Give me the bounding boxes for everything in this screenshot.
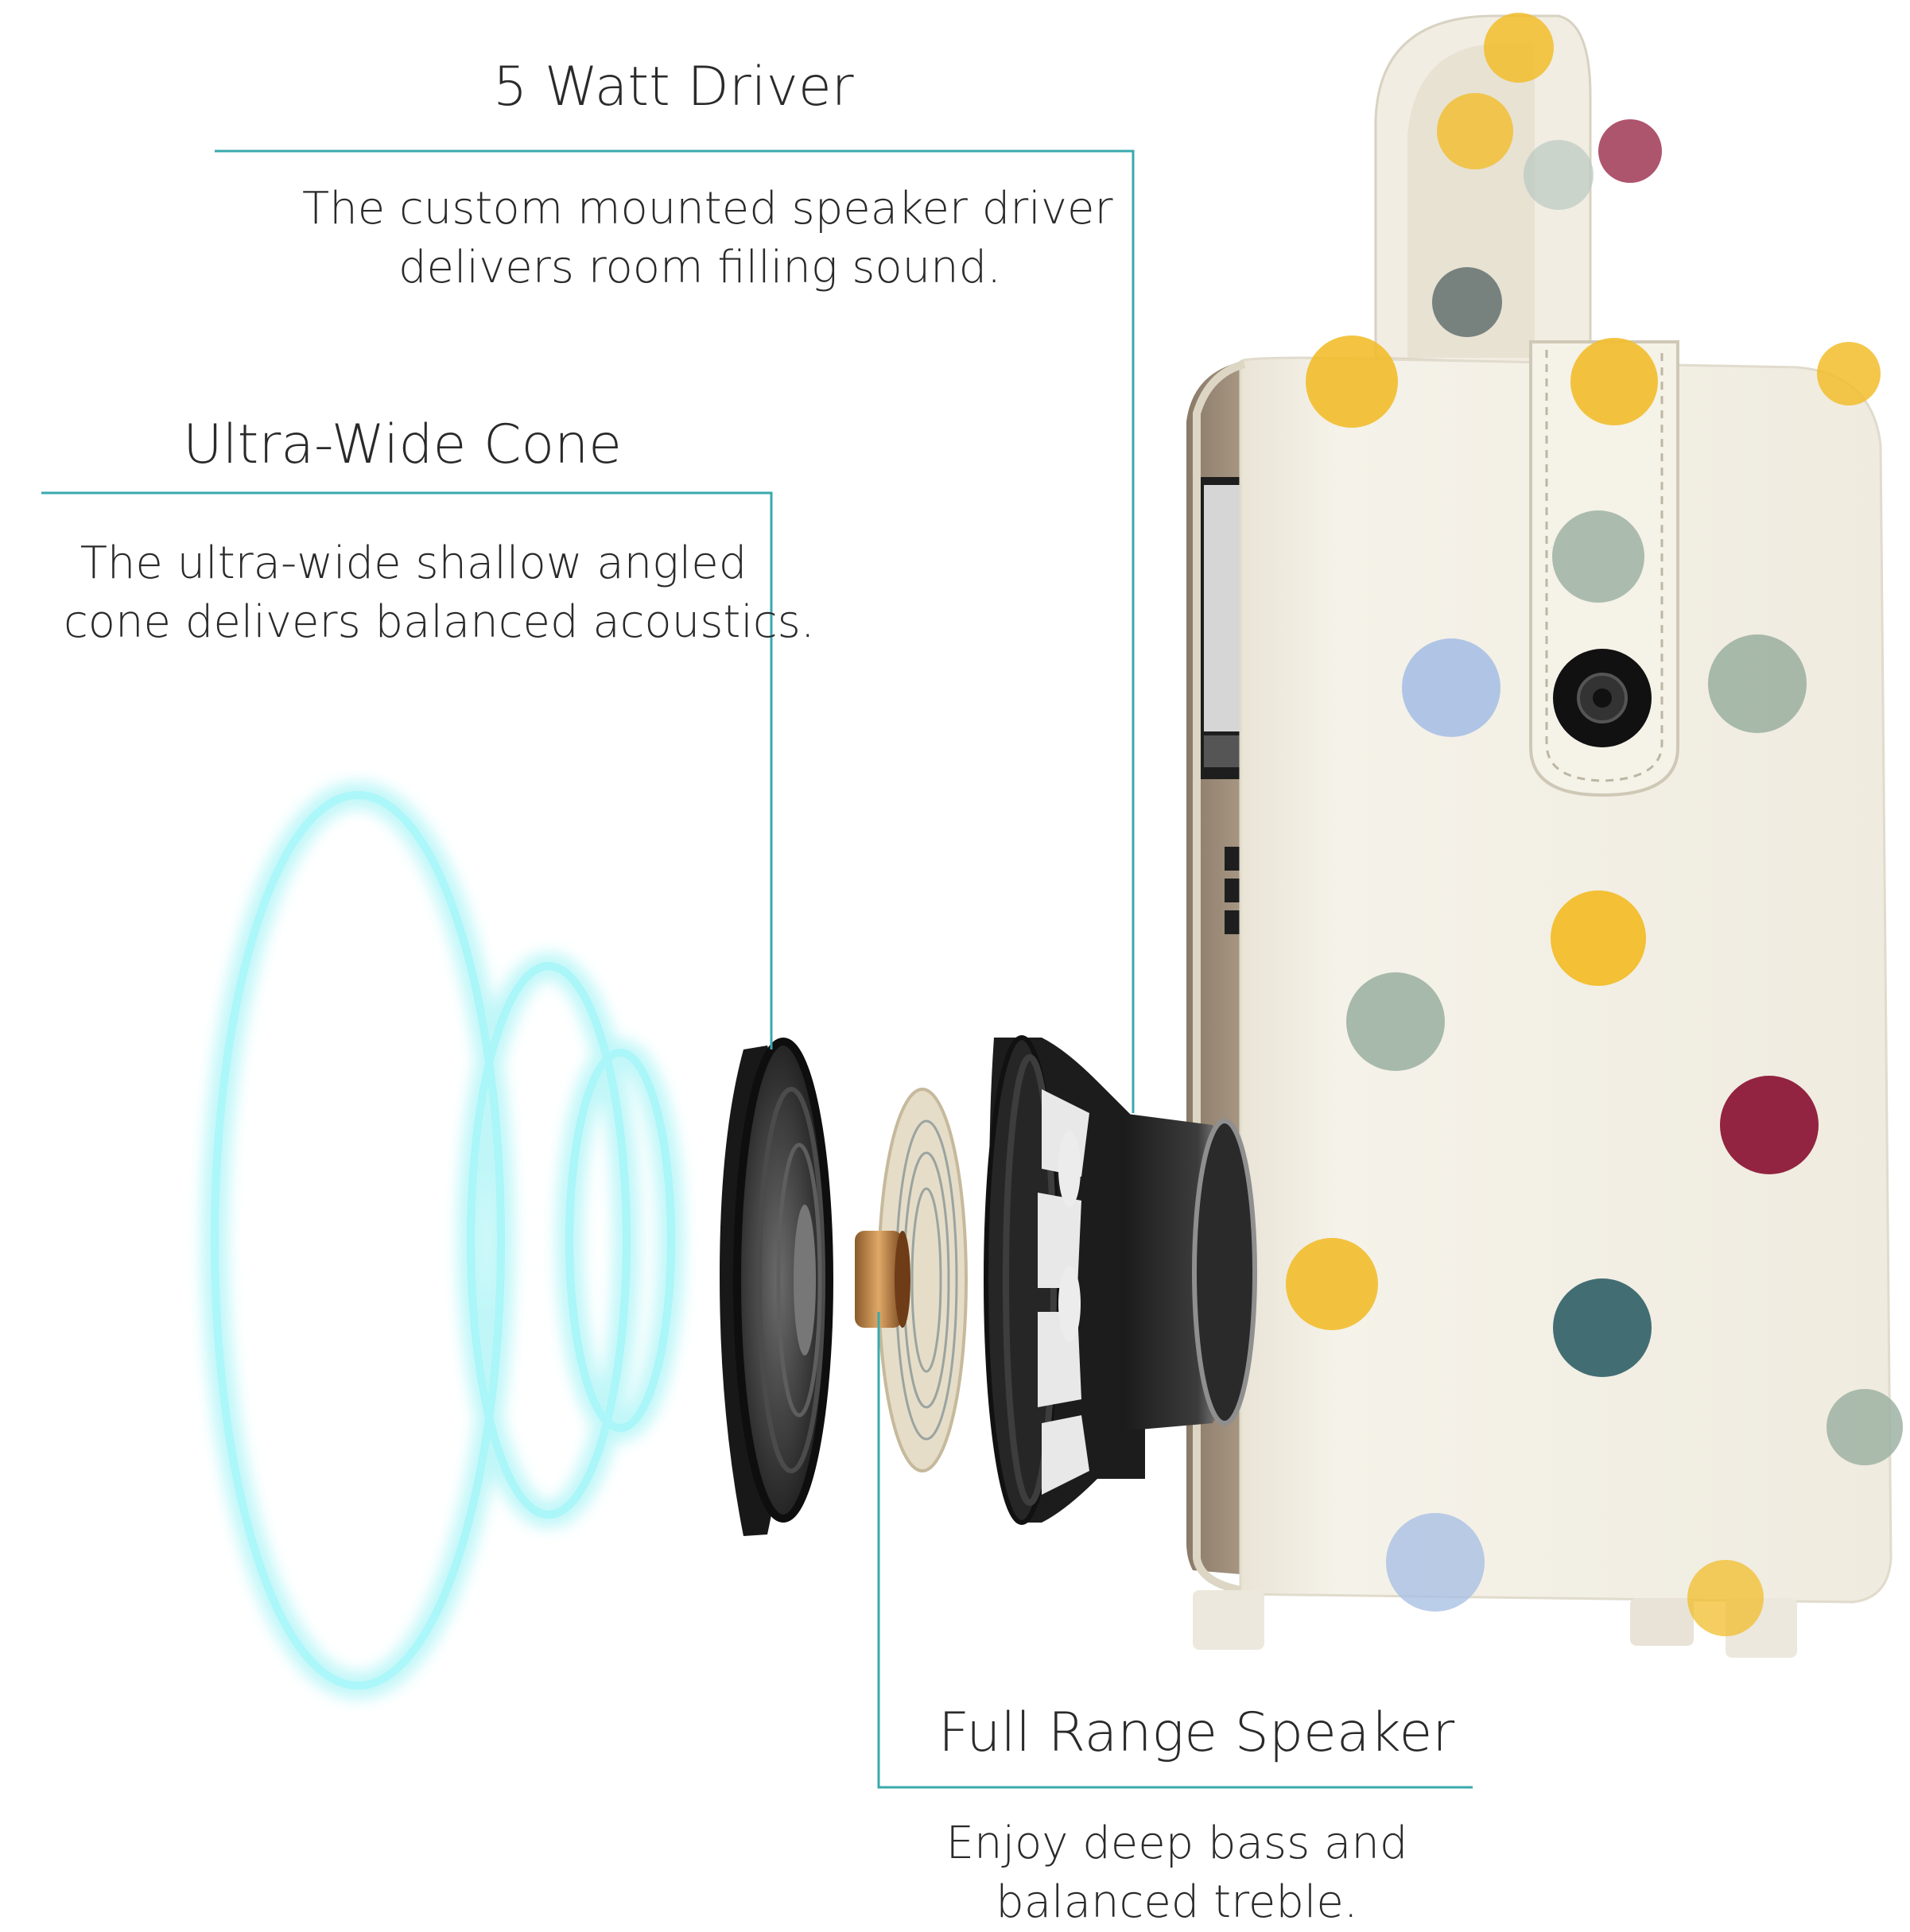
cone-callout-line: cone delivers balanced acoustics. bbox=[64, 596, 815, 648]
polka-dots bbox=[1286, 336, 1903, 1636]
cone-leader-line bbox=[41, 491, 773, 1049]
cone-callout-line: The ultra-wide shallow angled bbox=[80, 537, 747, 589]
speaker-callout-title: Full Range Speaker bbox=[938, 1701, 1455, 1764]
driver-callout-body: The custom mounted speaker driver delive… bbox=[302, 180, 1113, 297]
speaker-callout-line: Enjoy deep bass and bbox=[945, 1818, 1408, 1869]
callout-lines bbox=[41, 149, 1473, 1789]
cabinet-foot bbox=[1630, 1598, 1694, 1646]
driver-callout-line: The custom mounted speaker driver bbox=[302, 183, 1113, 235]
speaker-magnet bbox=[1121, 1113, 1257, 1431]
radio-cabinet bbox=[1186, 13, 1903, 1658]
cabinet-foot bbox=[1193, 1590, 1264, 1650]
sound-waves bbox=[201, 782, 685, 1699]
speaker-callout-line: balanced treble. bbox=[996, 1876, 1358, 1928]
speaker-leader-line bbox=[877, 1312, 1473, 1789]
cone-callout-body: The ultra-wide shallow angled cone deliv… bbox=[64, 534, 815, 652]
voice-coil bbox=[855, 1088, 968, 1472]
driver-callout-line: delivers room filling sound. bbox=[398, 242, 1001, 293]
speaker-basket bbox=[984, 1035, 1145, 1525]
cone-callout-title: Ultra-Wide Cone bbox=[183, 413, 623, 476]
driver-leader-line bbox=[215, 149, 1135, 1113]
driver-callout-title: 5 Watt Driver bbox=[493, 56, 854, 118]
polka-dots bbox=[1432, 13, 1662, 603]
speaker-callout-body: Enjoy deep bass and balanced treble. bbox=[938, 1814, 1415, 1932]
ultra-wide-cone bbox=[720, 1038, 833, 1536]
